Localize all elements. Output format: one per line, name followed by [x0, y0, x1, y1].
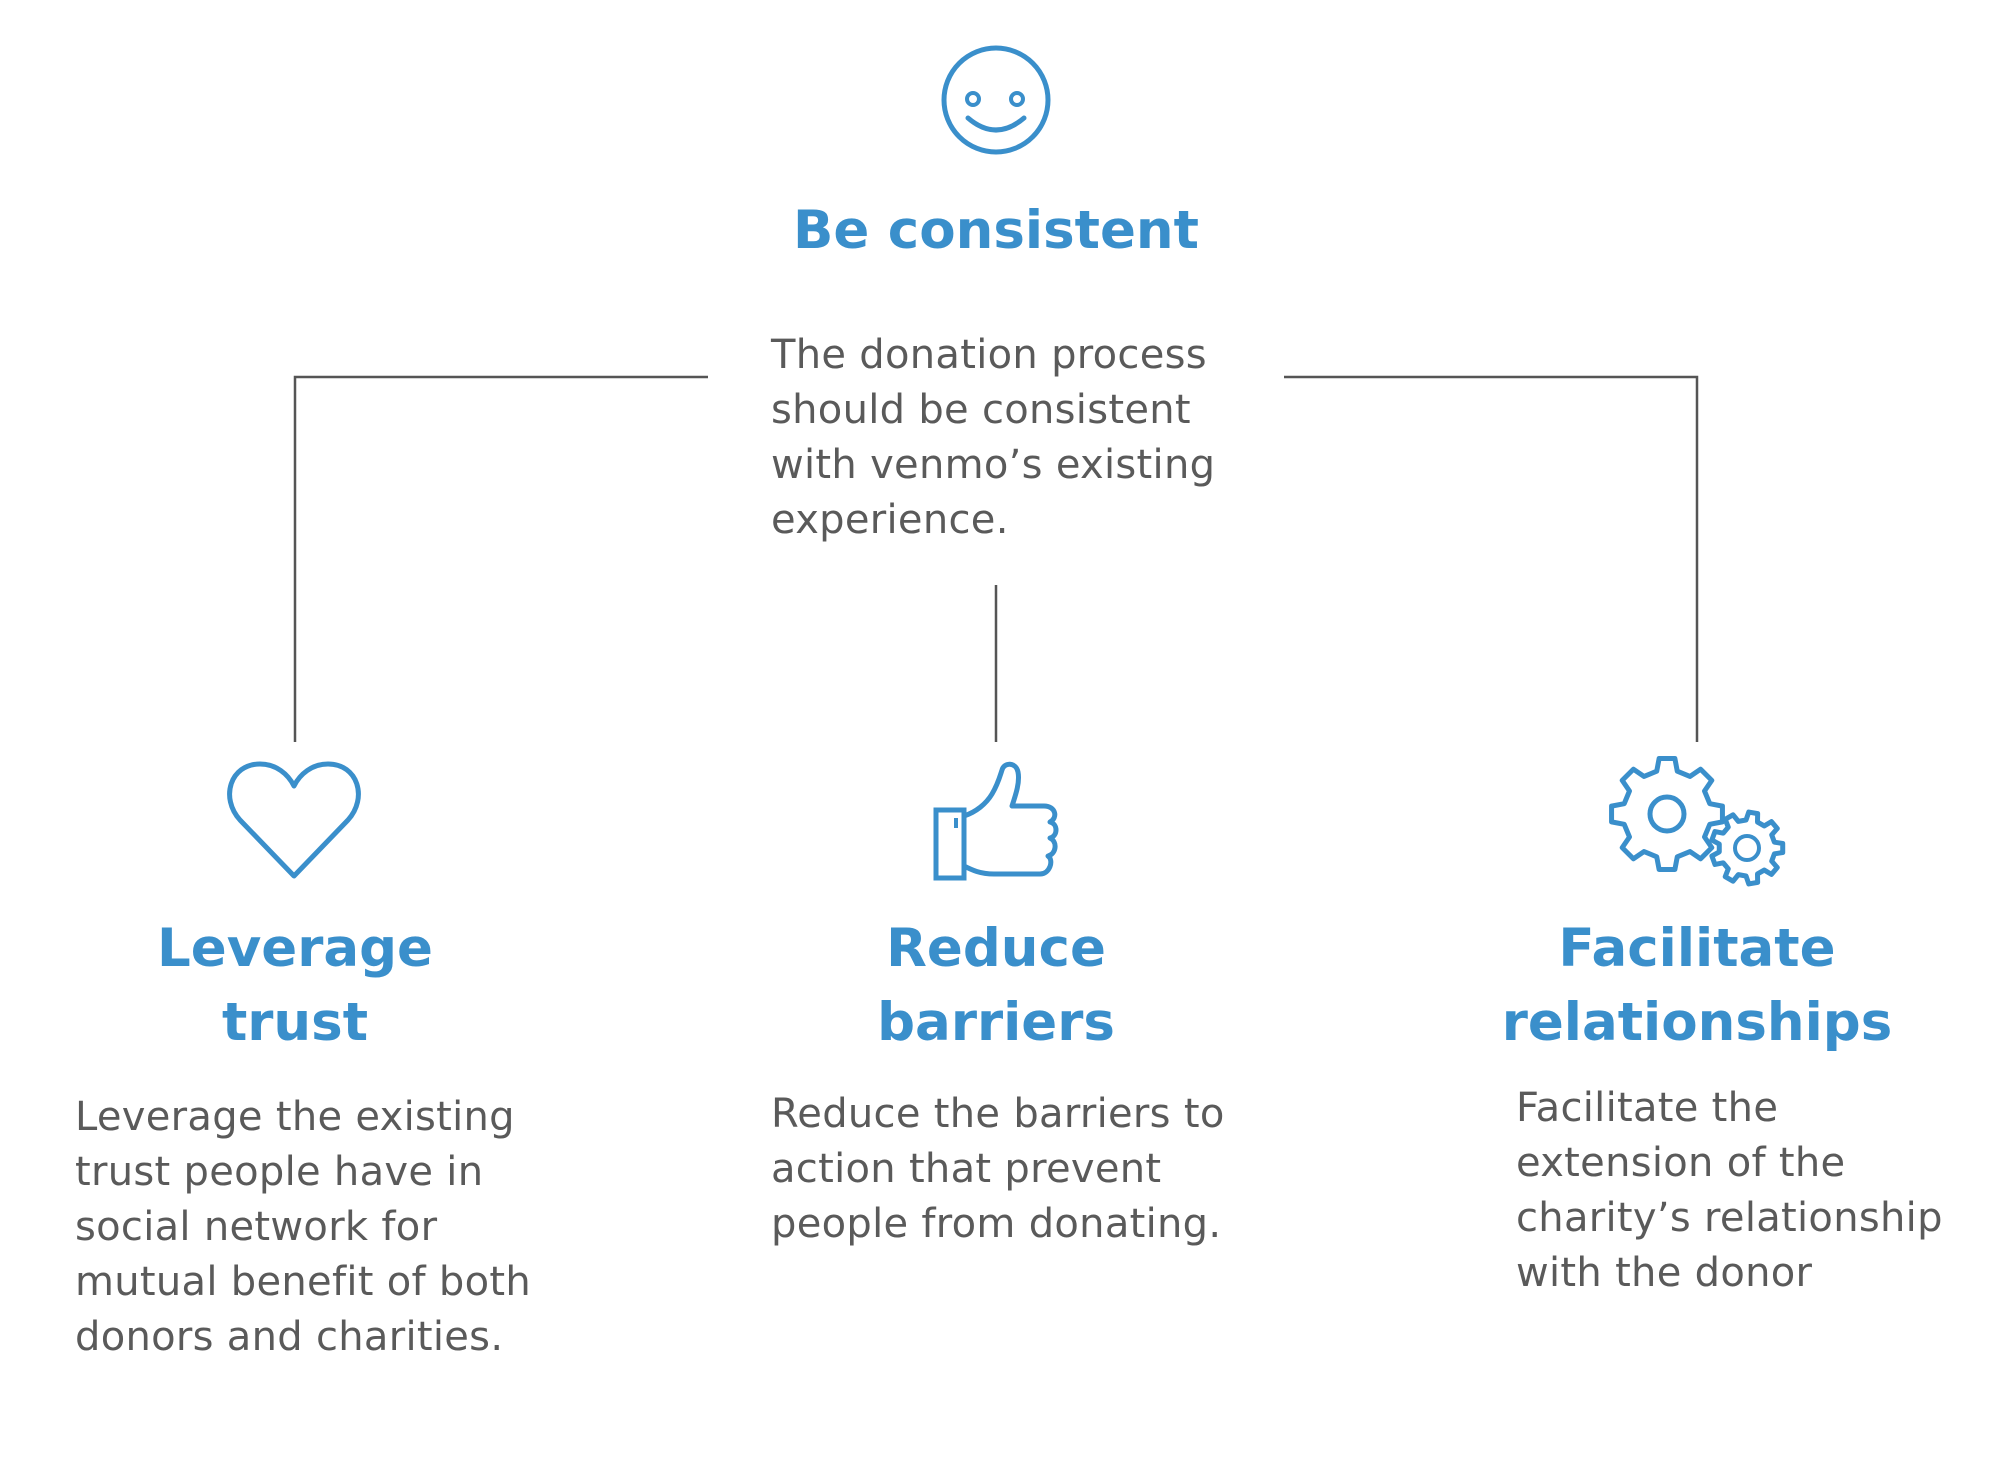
top-description-line: The donation process: [771, 332, 1207, 378]
top-title: Be consistent: [696, 194, 1296, 268]
leverage-trust-description: Leverage the existing trust people have …: [75, 1090, 531, 1365]
top-description-line: with venmo’s existing: [771, 442, 1216, 488]
facilitate-relationships-description: Facilitate the extension of the charity’…: [1516, 1081, 1943, 1301]
left-connector-line: [293, 375, 708, 742]
description-line: with the donor: [1516, 1250, 1813, 1296]
description-line: donors and charities.: [75, 1314, 504, 1360]
description-line: Leverage the existing: [75, 1094, 515, 1140]
description-line: action that prevent: [771, 1146, 1162, 1192]
description-line: Reduce the barriers to: [771, 1091, 1225, 1137]
title-line: relationships: [1501, 992, 1893, 1053]
title-line: barriers: [877, 992, 1115, 1053]
top-description-line: experience.: [771, 497, 1009, 543]
description-line: trust people have in: [75, 1149, 484, 1195]
title-line: Leverage: [157, 918, 433, 979]
large-gear: [1609, 756, 1725, 872]
reduce-barriers-title: Reduce barriers: [796, 912, 1196, 1060]
heart-icon: [227, 761, 361, 879]
title-line: Reduce: [886, 918, 1106, 979]
gears-icon: [1609, 756, 1786, 887]
smiley-face-icon: [941, 45, 1051, 155]
description-line: Facilitate the: [1516, 1085, 1779, 1131]
reduce-barriers-description: Reduce the barriers to action that preve…: [771, 1087, 1225, 1252]
title-line: trust: [221, 992, 369, 1053]
right-connector-line: [1284, 375, 1699, 742]
small-gear: [1709, 809, 1786, 887]
description-line: extension of the: [1516, 1140, 1846, 1186]
leverage-trust-title: Leverage trust: [95, 912, 495, 1060]
top-title-text: Be consistent: [793, 200, 1199, 261]
description-line: charity’s relationship: [1516, 1195, 1943, 1241]
top-description: The donation process should be consisten…: [771, 328, 1215, 548]
description-line: social network for: [75, 1204, 438, 1250]
thumbs-up-icon: [933, 761, 1059, 881]
description-line: people from donating.: [771, 1201, 1222, 1247]
description-line: mutual benefit of both: [75, 1259, 532, 1305]
top-description-line: should be consistent: [771, 387, 1191, 433]
facilitate-relationships-title: Facilitate relationships: [1447, 912, 1947, 1060]
title-line: Facilitate: [1558, 918, 1836, 979]
